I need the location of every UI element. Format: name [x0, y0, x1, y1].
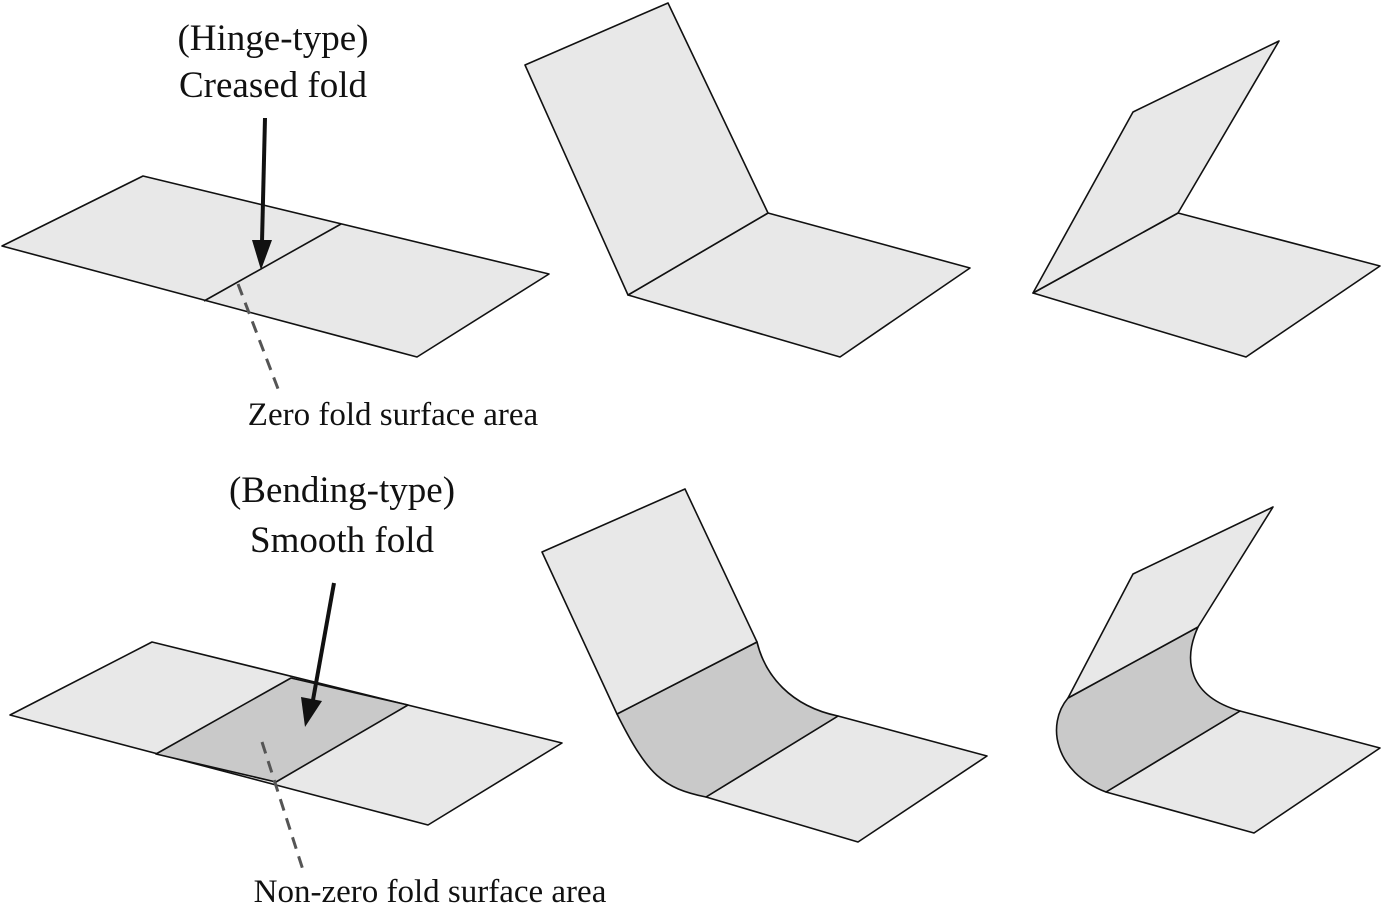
hinge-pointer-arrow	[252, 117, 272, 270]
upright-panel	[1067, 506, 1274, 699]
smooth-dashed-leader	[260, 741, 305, 871]
smooth-flat-sheet	[9, 641, 563, 826]
hinge-title-line2: Creased fold	[179, 65, 368, 106]
hinge-folded-sheet-1	[524, 2, 971, 358]
upright-panel	[524, 2, 769, 296]
smooth-row: (Bending-type) Smooth fold Non-zero fold…	[9, 470, 1381, 910]
hinge-row: (Hinge-type) Creased fold Zero fold surf…	[1, 2, 1381, 433]
flat-sheet-panel	[1, 175, 550, 358]
fold-region	[1055, 626, 1241, 793]
arrow-shaft	[260, 117, 267, 243]
upright-panel	[1032, 40, 1280, 294]
arrow-head	[252, 240, 272, 270]
crease-line	[203, 223, 342, 302]
arrow-head	[301, 697, 322, 727]
fold-region	[155, 677, 409, 783]
fold-region	[616, 641, 839, 798]
smooth-pointer-arrow	[301, 582, 336, 727]
hinge-flat-sheet	[1, 175, 550, 358]
hinge-title-line1: (Hinge-type)	[177, 18, 368, 59]
hinge-folded-sheet-2	[1032, 40, 1381, 358]
upright-panel	[541, 488, 758, 715]
smooth-title-line2: Smooth fold	[250, 520, 434, 561]
smooth-folded-sheet-1	[541, 488, 988, 843]
smooth-folded-sheet-2	[1055, 506, 1381, 834]
hinge-annotation: Zero fold surface area	[248, 397, 539, 433]
smooth-annotation: Non-zero fold surface area	[254, 874, 607, 910]
arrow-shaft	[311, 582, 336, 701]
smooth-title-line1: (Bending-type)	[229, 470, 455, 511]
